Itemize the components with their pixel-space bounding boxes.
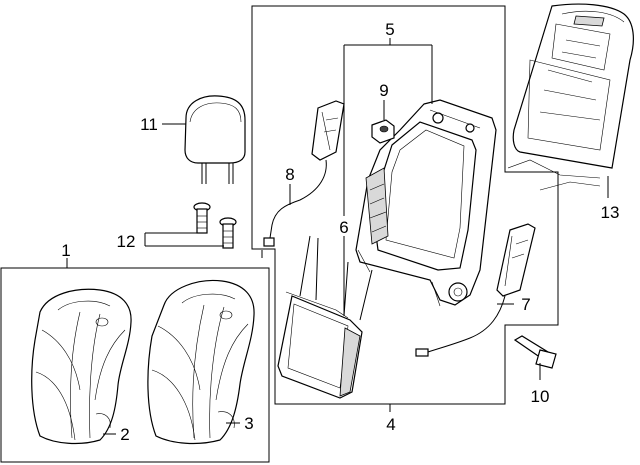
lumbar-support — [277, 235, 373, 399]
frame-group-box — [251, 5, 559, 405]
seat-back-cover-left — [31, 288, 132, 445]
callout-9: 9 — [379, 81, 388, 100]
callout-4: 4 — [386, 415, 395, 434]
callout-8: 8 — [285, 165, 294, 184]
callout-12: 12 — [117, 232, 136, 251]
callout-11: 11 — [140, 115, 158, 134]
nut — [371, 119, 395, 144]
callout-13: 13 — [601, 203, 620, 222]
seat-back-frame — [355, 99, 497, 307]
callout-2: 2 — [120, 425, 129, 444]
callout-5: 5 — [385, 20, 394, 39]
headrest-guide-upper — [193, 202, 211, 234]
cover-group-box — [0, 267, 270, 463]
callout-1: 1 — [61, 241, 70, 260]
callout-6: 6 — [339, 218, 348, 237]
seat-back-panel — [507, 3, 634, 191]
side-airbag-left — [261, 100, 345, 258]
headrest — [184, 95, 246, 184]
headrest-guide-lower — [219, 217, 237, 249]
seat-back-cover-right — [147, 279, 255, 445]
leader-lines — [66, 38, 609, 435]
callout-10: 10 — [531, 387, 550, 406]
callout-3: 3 — [244, 414, 253, 433]
callout-7: 7 — [521, 295, 530, 314]
side-airbag-right — [415, 223, 536, 357]
bolt — [513, 335, 557, 369]
